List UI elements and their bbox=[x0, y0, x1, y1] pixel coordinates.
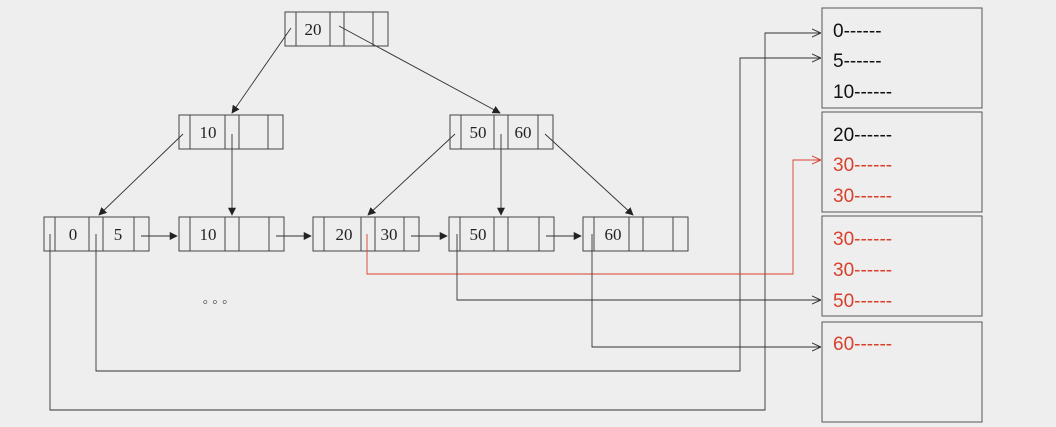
data-page-3 bbox=[821, 215, 983, 317]
data-pointer-60 bbox=[591, 234, 820, 347]
data-record: 10------ bbox=[833, 82, 892, 103]
data-record: 30------ bbox=[833, 260, 892, 281]
leaf-key: 5 bbox=[114, 225, 123, 244]
leaf-node bbox=[448, 216, 555, 252]
data-record: 30------ bbox=[833, 186, 892, 207]
data-pointer-5 bbox=[95, 58, 820, 372]
root-node bbox=[284, 11, 389, 47]
leaf-key: 20 bbox=[336, 225, 353, 244]
pointer-i2-leaf5 bbox=[544, 133, 634, 216]
ellipsis: ◦ ◦ ◦ bbox=[202, 294, 227, 311]
internal-right-key: 50 bbox=[470, 123, 487, 142]
leaf-key: 50 bbox=[470, 225, 487, 244]
leaf-node bbox=[582, 216, 689, 252]
leaf-key: 60 bbox=[605, 225, 622, 244]
data-record: 60------ bbox=[833, 334, 892, 355]
data-record: 30------ bbox=[833, 229, 892, 250]
data-record: 50------ bbox=[833, 291, 892, 312]
data-record: 20------ bbox=[833, 125, 892, 146]
data-pointers bbox=[49, 33, 820, 411]
data-pages: 0------ 5------ 10------ 20------ 30----… bbox=[821, 7, 983, 423]
internal-node-left bbox=[178, 114, 284, 150]
leaf-key: 30 bbox=[381, 225, 398, 244]
internal-right-key: 60 bbox=[515, 123, 532, 142]
data-record: 0------ bbox=[833, 21, 882, 42]
data-pointer-50 bbox=[456, 234, 820, 300]
leaf-node bbox=[312, 216, 420, 252]
leaf-key: 0 bbox=[69, 225, 78, 244]
root-key: 20 bbox=[305, 20, 322, 39]
internal-node-right bbox=[449, 114, 554, 150]
tree-pointers bbox=[98, 25, 634, 216]
data-page-2 bbox=[821, 111, 983, 213]
data-record: 5------ bbox=[833, 51, 882, 72]
data-pointer-30 bbox=[366, 160, 820, 275]
leaf-node bbox=[178, 216, 285, 252]
pointer-i1-leaf1 bbox=[98, 133, 184, 216]
pointer-root-left bbox=[231, 27, 292, 114]
data-page-4 bbox=[821, 321, 983, 423]
data-page-1 bbox=[821, 7, 983, 109]
pointer-root-right bbox=[338, 25, 501, 114]
data-pointer-0 bbox=[49, 33, 820, 411]
pointer-i2-leaf3 bbox=[367, 133, 456, 216]
leaf-node bbox=[43, 216, 150, 252]
internal-left-key: 10 bbox=[200, 123, 217, 142]
data-record: 30------ bbox=[833, 155, 892, 176]
leaf-key: 10 bbox=[200, 225, 217, 244]
